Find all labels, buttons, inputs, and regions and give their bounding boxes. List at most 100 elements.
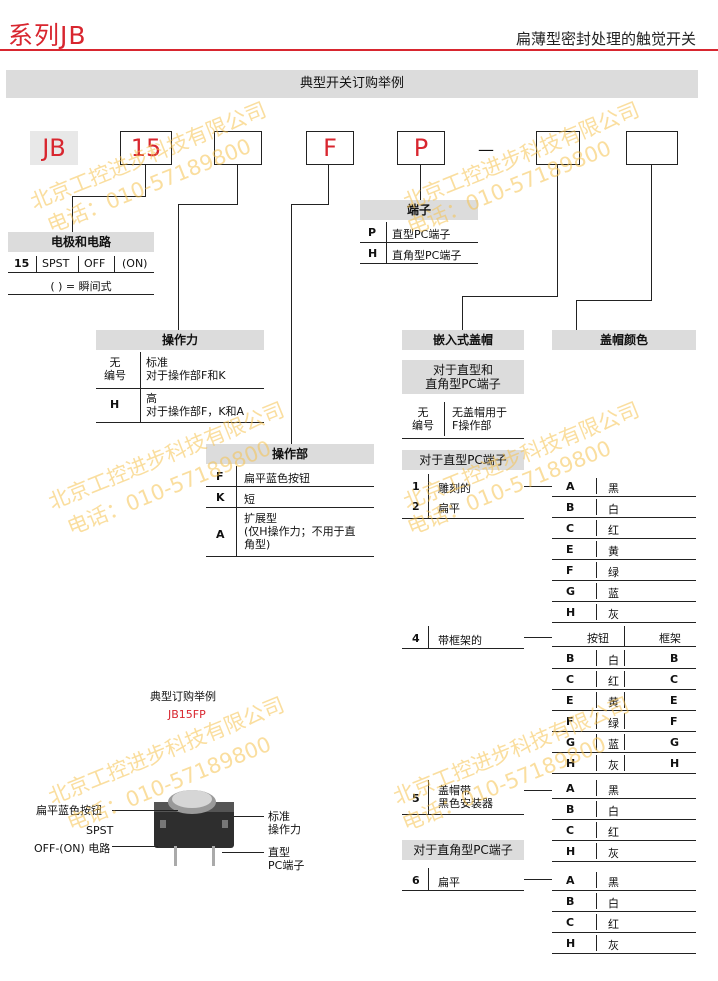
divider [624,650,625,666]
cap-none-code: 无 编号 [412,406,434,432]
poles-row: 15 SPST OFF (ON) [8,254,154,273]
divider [596,650,597,666]
cap-color-name: 白 [608,654,619,667]
connector [462,296,463,330]
cap-color-code: G [566,585,576,598]
cap-desc: 扁平 [438,502,460,515]
actuator-code: A [216,528,225,541]
divider [596,822,597,838]
cap-color-name: 蓝 [608,738,619,751]
cell-divider [386,222,387,263]
divider [624,671,625,687]
connector [72,196,146,197]
divider [596,893,597,909]
frame-color-code: F [670,715,678,728]
table-rule [402,438,524,439]
divider [596,755,597,771]
connector [462,296,558,297]
divider [596,520,597,536]
example-label-spst: SPST [86,824,114,837]
cap-color-code: H [566,845,576,858]
cap-desc: 盖帽带 黑色安装器 [438,784,493,810]
cap-color-name: 黑 [608,784,619,797]
cap-color-name: 白 [608,503,619,516]
poles-state2: (ON) [122,257,148,270]
frame-color-code: G [670,736,680,749]
table-rule [96,388,264,389]
cap-color-name: 黑 [608,876,619,889]
divider [596,604,597,620]
code-box-poles: 15 [120,131,172,165]
cap-color-code: B [566,501,575,514]
actuator-desc: 短 [244,493,255,506]
force-code: 无 编号 [104,356,126,382]
frame-color-code: C [670,673,679,686]
cap-color-name: 灰 [608,608,619,621]
table-rule [402,814,524,815]
cap-title: 嵌入式盖帽 [402,330,524,350]
cap-color-name: 黑 [608,482,619,495]
force-desc: 标准 对于操作部F和K [146,356,226,382]
connector [72,196,73,232]
cap-color-code: B [566,652,575,665]
cap-color-name: 灰 [608,759,619,772]
table-rule [552,646,696,647]
frame-color-code: H [670,757,680,770]
divider [596,843,597,859]
table-rule [206,507,374,508]
divider [624,692,625,708]
cap-color-code: H [566,757,576,770]
cap-color-name: 红 [608,826,619,839]
divider [596,692,597,708]
frame-color-code: E [670,694,678,707]
force-desc: 高 对于操作部F，K和A [146,392,245,418]
connector [651,164,652,300]
poles-state1: OFF [84,257,106,270]
cell-divider [624,626,625,646]
connector [524,486,552,487]
cell-divider [428,780,429,814]
divider [624,734,625,750]
connector [420,164,421,200]
leader-line [112,810,178,811]
table-rule [96,422,264,423]
cap-code: 4 [412,632,420,645]
table-rule [360,242,478,243]
connector [576,300,577,330]
cap-code: 6 [412,874,420,887]
terminal-code: H [368,247,378,260]
divider [596,734,597,750]
cap-color-code: C [566,916,575,929]
frame-header-frame: 框架 [659,632,681,645]
cell-divider [428,626,429,648]
cap-color-name: 白 [608,805,619,818]
cap-color-code: G [566,736,576,749]
leader-line [234,816,264,817]
example-label-circuit: OFF-(ON) 电路 [34,842,111,855]
example-label-terminal: 直型 PC端子 [268,846,305,872]
example-label-force: 标准 操作力 [268,810,301,836]
cap-color-title: 盖帽颜色 [552,330,696,350]
frame-color-code: B [670,652,679,665]
cap-none-desc: 无盖帽用于 F操作部 [452,406,507,432]
terminal-code: P [368,226,377,239]
connector [524,637,552,638]
poles-title: 电极和电路 [8,232,154,252]
cap-color-name: 黄 [608,545,619,558]
connector [557,164,558,296]
table-rule [402,648,524,649]
cap-color-code: H [566,937,576,950]
divider [596,583,597,599]
code-box-cap-color [626,131,678,165]
divider [596,872,597,888]
cap-code: 1 [412,480,420,493]
actuator-code: F [216,470,224,483]
